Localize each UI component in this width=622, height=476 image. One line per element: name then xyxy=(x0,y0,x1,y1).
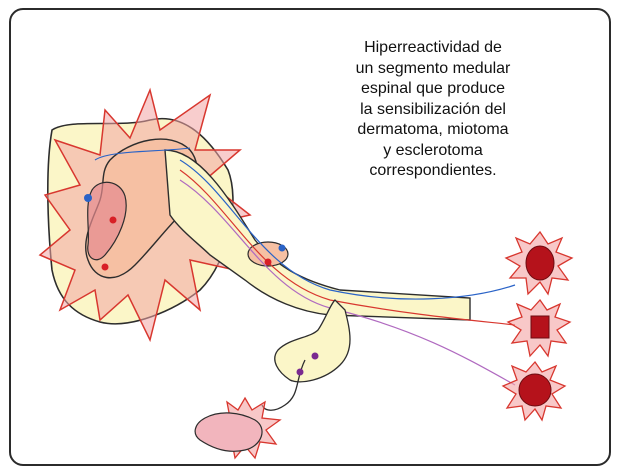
sclerotome-burst-icon xyxy=(503,362,565,420)
caption-line: la sensibilización del xyxy=(318,100,548,121)
caption-line: y esclerotoma xyxy=(318,141,548,162)
dot-red-3 xyxy=(265,259,272,266)
dot-red-2 xyxy=(102,264,109,271)
caption-line: un segmento medular xyxy=(318,59,548,80)
caption-line: espinal que produce xyxy=(318,79,548,100)
caption-line: correspondientes. xyxy=(318,161,548,182)
caption-line: dermatoma, miotoma xyxy=(318,120,548,141)
dot-purple-2 xyxy=(297,369,304,376)
diagram-caption: Hiperreactividad de un segmento medular … xyxy=(318,38,548,182)
dot-blue-1 xyxy=(84,194,92,202)
myotome-burst-icon xyxy=(508,300,570,356)
dot-purple-1 xyxy=(312,353,319,360)
caption-line: Hiperreactividad de xyxy=(318,38,548,59)
viscera-burst-icon xyxy=(195,398,280,458)
dot-blue-2 xyxy=(279,245,286,252)
dot-red-1 xyxy=(110,217,117,224)
dermatome-burst-icon xyxy=(506,232,572,294)
